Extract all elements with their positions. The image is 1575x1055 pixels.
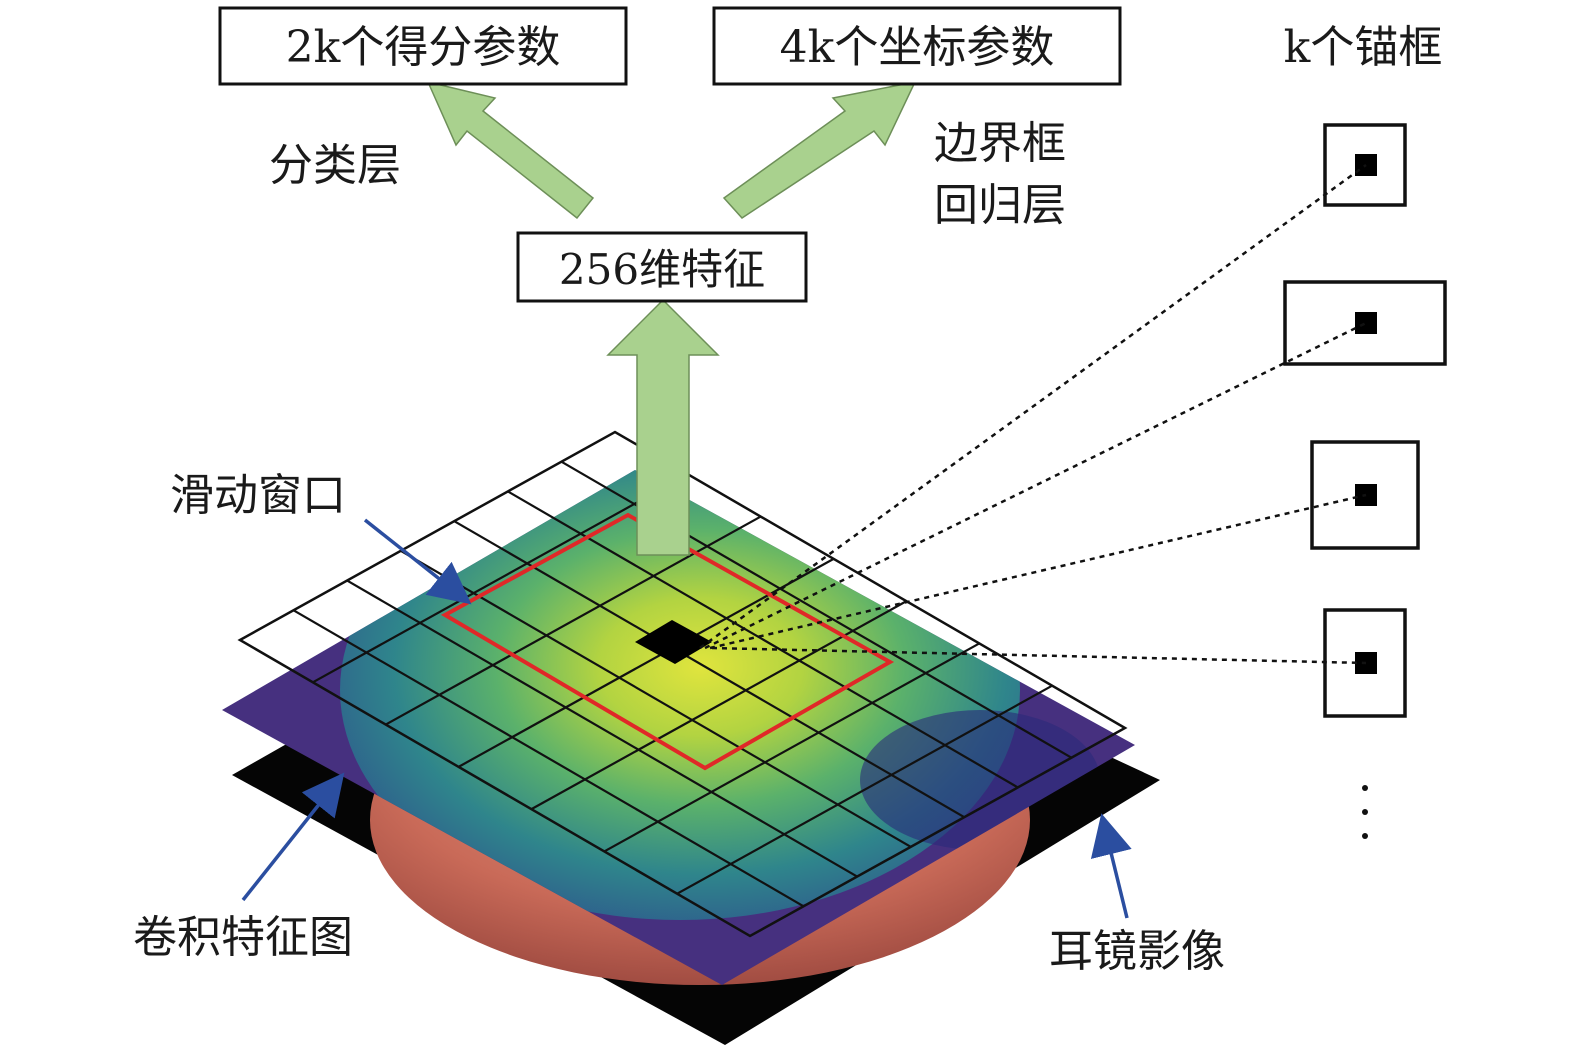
otoscope-image-label: 耳镜影像 — [1049, 926, 1225, 977]
bbox-reg-label-1: 边界框 — [934, 118, 1066, 169]
score-params-label: 2k个得分参数 — [286, 22, 561, 73]
cls-arrow — [426, 80, 595, 220]
ellipsis-dot-2 — [1362, 809, 1368, 815]
anchor-boxes — [1283, 123, 1447, 839]
score-params-box — [218, 6, 628, 86]
k-anchors-label: k个锚框 — [1284, 22, 1443, 73]
grid-line-b-1 — [293, 609, 805, 908]
conv-feature-map-pointer — [241, 772, 345, 902]
grid-line-b-4 — [453, 520, 965, 819]
sliding-window-label: 滑动窗口 — [170, 470, 346, 521]
grid-line-a-2 — [385, 515, 762, 726]
connector-3 — [709, 493, 1367, 650]
anchor-connectors — [699, 163, 1367, 665]
grid-line-b-5 — [507, 490, 1019, 789]
grid-line-b-3 — [400, 549, 912, 848]
coord-params-label: 4k个坐标参数 — [780, 22, 1055, 73]
grid-line-a-1 — [312, 473, 689, 684]
feature-256-label: 256维特征 — [559, 245, 765, 294]
sliding-window-pointer — [363, 518, 472, 605]
coord-params-box — [712, 6, 1122, 86]
anchor-center-2 — [1355, 312, 1377, 334]
grid-line-a-5 — [603, 642, 980, 853]
reg-arrow — [722, 80, 917, 219]
feature-256-box — [516, 231, 808, 303]
connector-1 — [699, 163, 1367, 650]
feature-arrow-up — [606, 298, 720, 556]
otoscope-image-pointer — [1090, 813, 1132, 919]
grid-line-b-2 — [346, 579, 858, 878]
bbox-reg-label-2: 回归层 — [934, 180, 1066, 231]
sliding-window-box — [440, 512, 895, 771]
cls-layer-label: 分类层 — [269, 140, 401, 191]
ellipsis-dot-1 — [1362, 785, 1368, 791]
grid-overlay — [237, 430, 1128, 938]
conv-feature-map-label: 卷积特征图 — [133, 912, 353, 963]
anchor-center-cell — [635, 620, 712, 664]
ellipsis-dot-3 — [1362, 833, 1368, 839]
grid-line-a-6 — [676, 684, 1053, 895]
connector-2 — [704, 321, 1367, 650]
